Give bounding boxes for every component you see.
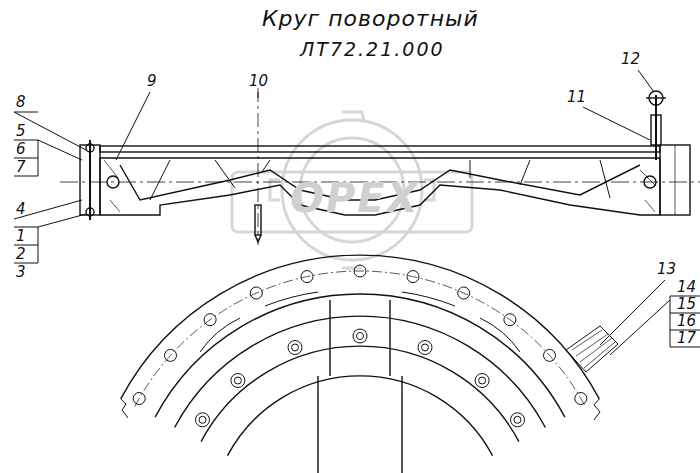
callout-number: 3: [15, 265, 27, 280]
plan-view: [121, 255, 618, 473]
callout-number: 6: [15, 142, 27, 157]
drawing-title: Круг поворотный: [262, 8, 479, 30]
callout-number: 12: [620, 52, 641, 67]
callout-number: 8: [15, 95, 27, 110]
leader-lines: [14, 70, 700, 355]
callout-number: 5: [15, 124, 27, 139]
callout-number: 16: [676, 314, 697, 329]
callout-number: 10: [248, 74, 269, 89]
cross-section: [60, 88, 700, 245]
watermark: OPEX: [290, 178, 419, 218]
watermark-gear: [232, 112, 472, 268]
callout-number: 9: [146, 74, 158, 89]
callout-number: 15: [676, 297, 697, 312]
callout-number: 4: [15, 202, 27, 217]
callout-number: 1: [15, 229, 27, 244]
callout-number: 13: [656, 262, 677, 277]
drawing-code: ЛТ72.21.000: [300, 40, 445, 59]
callout-number: 11: [566, 90, 587, 105]
callout-number: 2: [15, 247, 27, 262]
callout-number: 17: [676, 331, 697, 346]
callout-number: 7: [15, 160, 27, 175]
callout-number: 14: [676, 280, 697, 295]
